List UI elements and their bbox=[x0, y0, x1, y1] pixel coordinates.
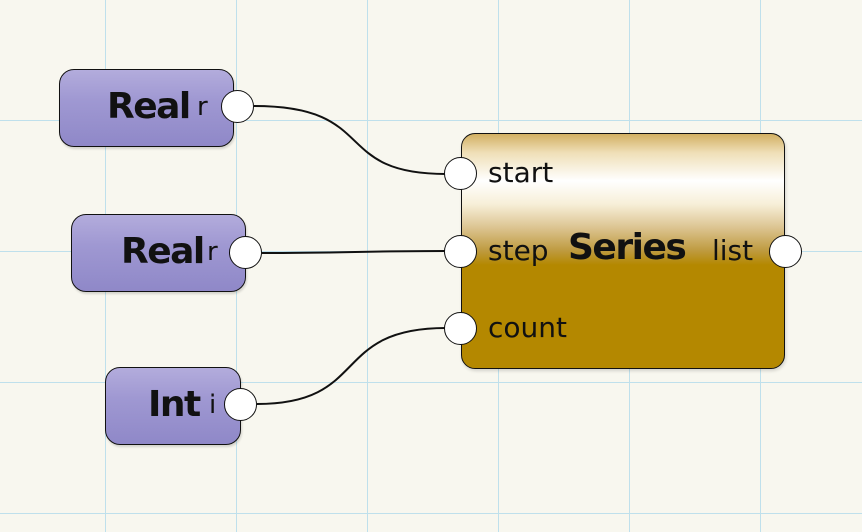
wire-real2-to-step[interactable] bbox=[261, 250, 447, 254]
real-param-node-1[interactable]: Real r bbox=[59, 69, 234, 147]
param-node-type-suffix: r bbox=[207, 237, 218, 267]
series-node[interactable]: start step count Series list bbox=[461, 133, 785, 369]
param-node-name: Int bbox=[148, 384, 201, 425]
step-input-port[interactable] bbox=[444, 235, 477, 268]
list-output-port[interactable] bbox=[769, 235, 802, 268]
step-port-label: step bbox=[488, 234, 549, 267]
count-port-label: count bbox=[488, 311, 567, 344]
series-node-title: Series bbox=[568, 227, 687, 268]
start-input-port[interactable] bbox=[444, 157, 477, 190]
count-input-port[interactable] bbox=[444, 312, 477, 345]
start-port-label: start bbox=[488, 156, 554, 189]
int-param-node[interactable]: Int i bbox=[105, 367, 241, 445]
real-1-output-port[interactable] bbox=[221, 90, 254, 123]
wire-int-to-count[interactable] bbox=[256, 327, 447, 405]
param-node-type-suffix: i bbox=[209, 390, 217, 420]
wire-real1-to-start[interactable] bbox=[253, 105, 447, 175]
list-port-label: list bbox=[712, 234, 754, 267]
real-2-output-port[interactable] bbox=[229, 236, 262, 269]
real-param-node-2[interactable]: Real r bbox=[71, 214, 246, 292]
int-output-port[interactable] bbox=[224, 388, 257, 421]
param-node-name: Real bbox=[121, 231, 205, 272]
param-node-name: Real bbox=[107, 86, 191, 127]
param-node-type-suffix: r bbox=[197, 92, 208, 122]
